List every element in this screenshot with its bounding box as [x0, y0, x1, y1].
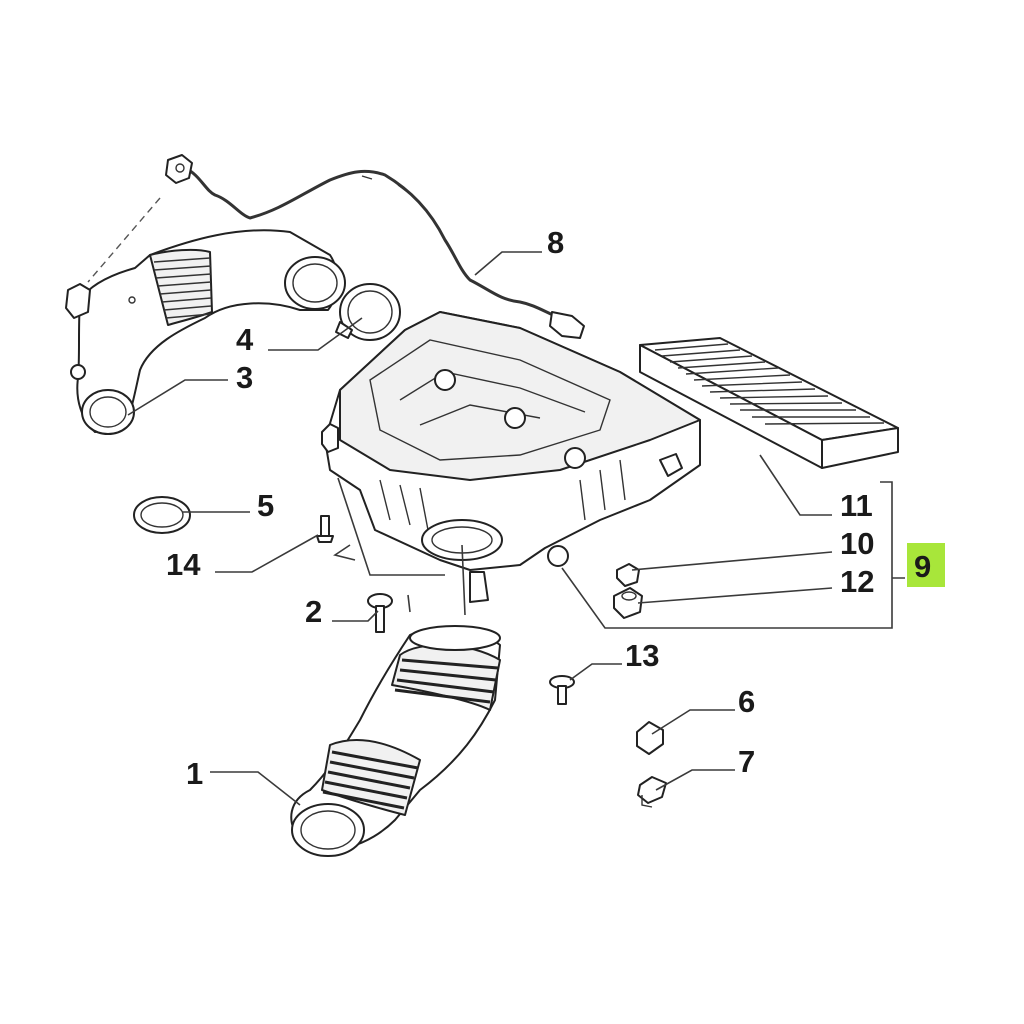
stud-part-14[interactable] — [316, 515, 334, 543]
callout-6: 6 — [738, 684, 755, 719]
callout-3: 3 — [236, 360, 253, 395]
assembly-guide — [333, 477, 466, 616]
callout-9: 9 — [914, 549, 931, 584]
hose-clamp-part-4[interactable] — [335, 283, 401, 341]
callout-13: 13 — [625, 638, 659, 673]
screw-part-2[interactable] — [367, 593, 393, 633]
leader-14 — [215, 534, 319, 573]
clip-part-6[interactable] — [636, 721, 664, 755]
callout-2: 2 — [305, 594, 322, 629]
callout-1: 1 — [186, 756, 203, 791]
leader-12 — [637, 587, 833, 604]
callout-4: 4 — [236, 322, 254, 357]
wiring-harness-part-8[interactable] — [165, 154, 585, 339]
leader-dash-8 — [87, 197, 161, 283]
clip-part-7[interactable] — [637, 776, 667, 808]
leader-6 — [651, 709, 735, 735]
callout-7: 7 — [738, 744, 755, 779]
screw-part-13[interactable] — [549, 675, 575, 705]
callout-10: 10 — [840, 526, 874, 561]
leader-13 — [569, 663, 622, 681]
callout-12: 12 — [840, 564, 874, 599]
bracket-9 — [561, 481, 905, 629]
leader-10 — [631, 551, 833, 571]
clamp-part-5[interactable] — [133, 496, 191, 534]
callout-9-highlight — [907, 543, 945, 587]
intake-hose-part-3[interactable] — [65, 229, 346, 435]
filter-element-part-11[interactable] — [639, 337, 899, 469]
grommet-part-10[interactable] — [616, 563, 640, 587]
leader-4 — [268, 317, 363, 351]
callout-8: 8 — [547, 225, 564, 260]
callout-14: 14 — [166, 547, 201, 582]
air-filter-housing-part-9[interactable] — [321, 311, 701, 603]
callout-11: 11 — [840, 488, 873, 523]
leader-8 — [474, 251, 542, 276]
leader-7 — [655, 769, 735, 791]
leader-2 — [332, 610, 379, 622]
leader-3 — [127, 379, 228, 416]
grommet-part-12[interactable] — [613, 587, 643, 619]
intake-duct-part-1[interactable] — [290, 625, 501, 857]
leader-1 — [210, 771, 301, 806]
leader-11 — [759, 454, 832, 516]
callout-5: 5 — [257, 488, 274, 523]
